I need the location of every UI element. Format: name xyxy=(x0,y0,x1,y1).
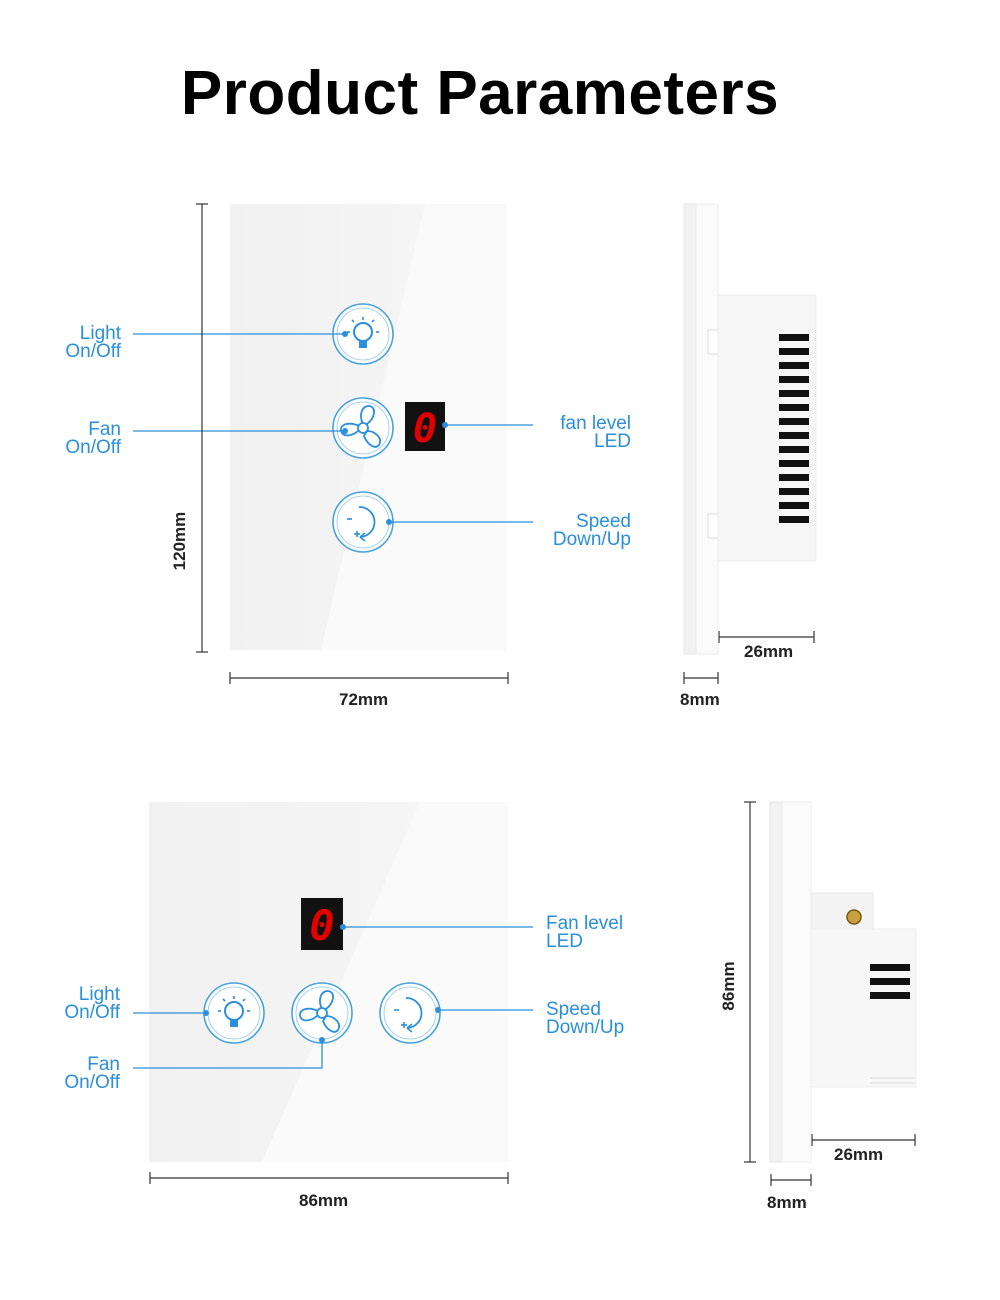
dim-width-bottom: 86mm xyxy=(299,1191,349,1210)
dim-depth-bottom: 26mm xyxy=(834,1145,884,1164)
bottom-front-panel xyxy=(149,802,508,1162)
screw-terminal-icon xyxy=(846,909,862,925)
bottom-callout-lines xyxy=(133,926,533,1069)
fan-icon xyxy=(291,982,353,1044)
fan-level-led-display-bottom: 0 xyxy=(301,898,343,950)
dim-thickness-top: 8mm xyxy=(680,690,720,709)
light-bulb-icon xyxy=(203,982,265,1044)
fan-level-led-display: 0 xyxy=(405,402,445,452)
speed-dial-icon xyxy=(332,491,394,553)
bottom-side-view xyxy=(769,801,917,1163)
dim-thickness-bottom: 8mm xyxy=(767,1193,807,1212)
led-digit: 0 xyxy=(413,406,437,452)
dim-width-top: 72mm xyxy=(339,690,389,709)
led-digit: 0 xyxy=(309,901,334,950)
fan-icon xyxy=(332,397,394,459)
speed-dial-icon xyxy=(379,982,441,1044)
dim-height-bottom: 86mm xyxy=(719,961,738,1011)
top-callout-lines xyxy=(133,333,533,523)
top-side-view xyxy=(683,203,817,655)
top-dimension-lines xyxy=(196,203,815,684)
page-title: Product Parameters xyxy=(180,59,780,128)
dim-depth-top: 26mm xyxy=(744,642,794,661)
bottom-dimension-lines xyxy=(149,801,916,1186)
dim-height-top: 120mm xyxy=(170,511,189,571)
